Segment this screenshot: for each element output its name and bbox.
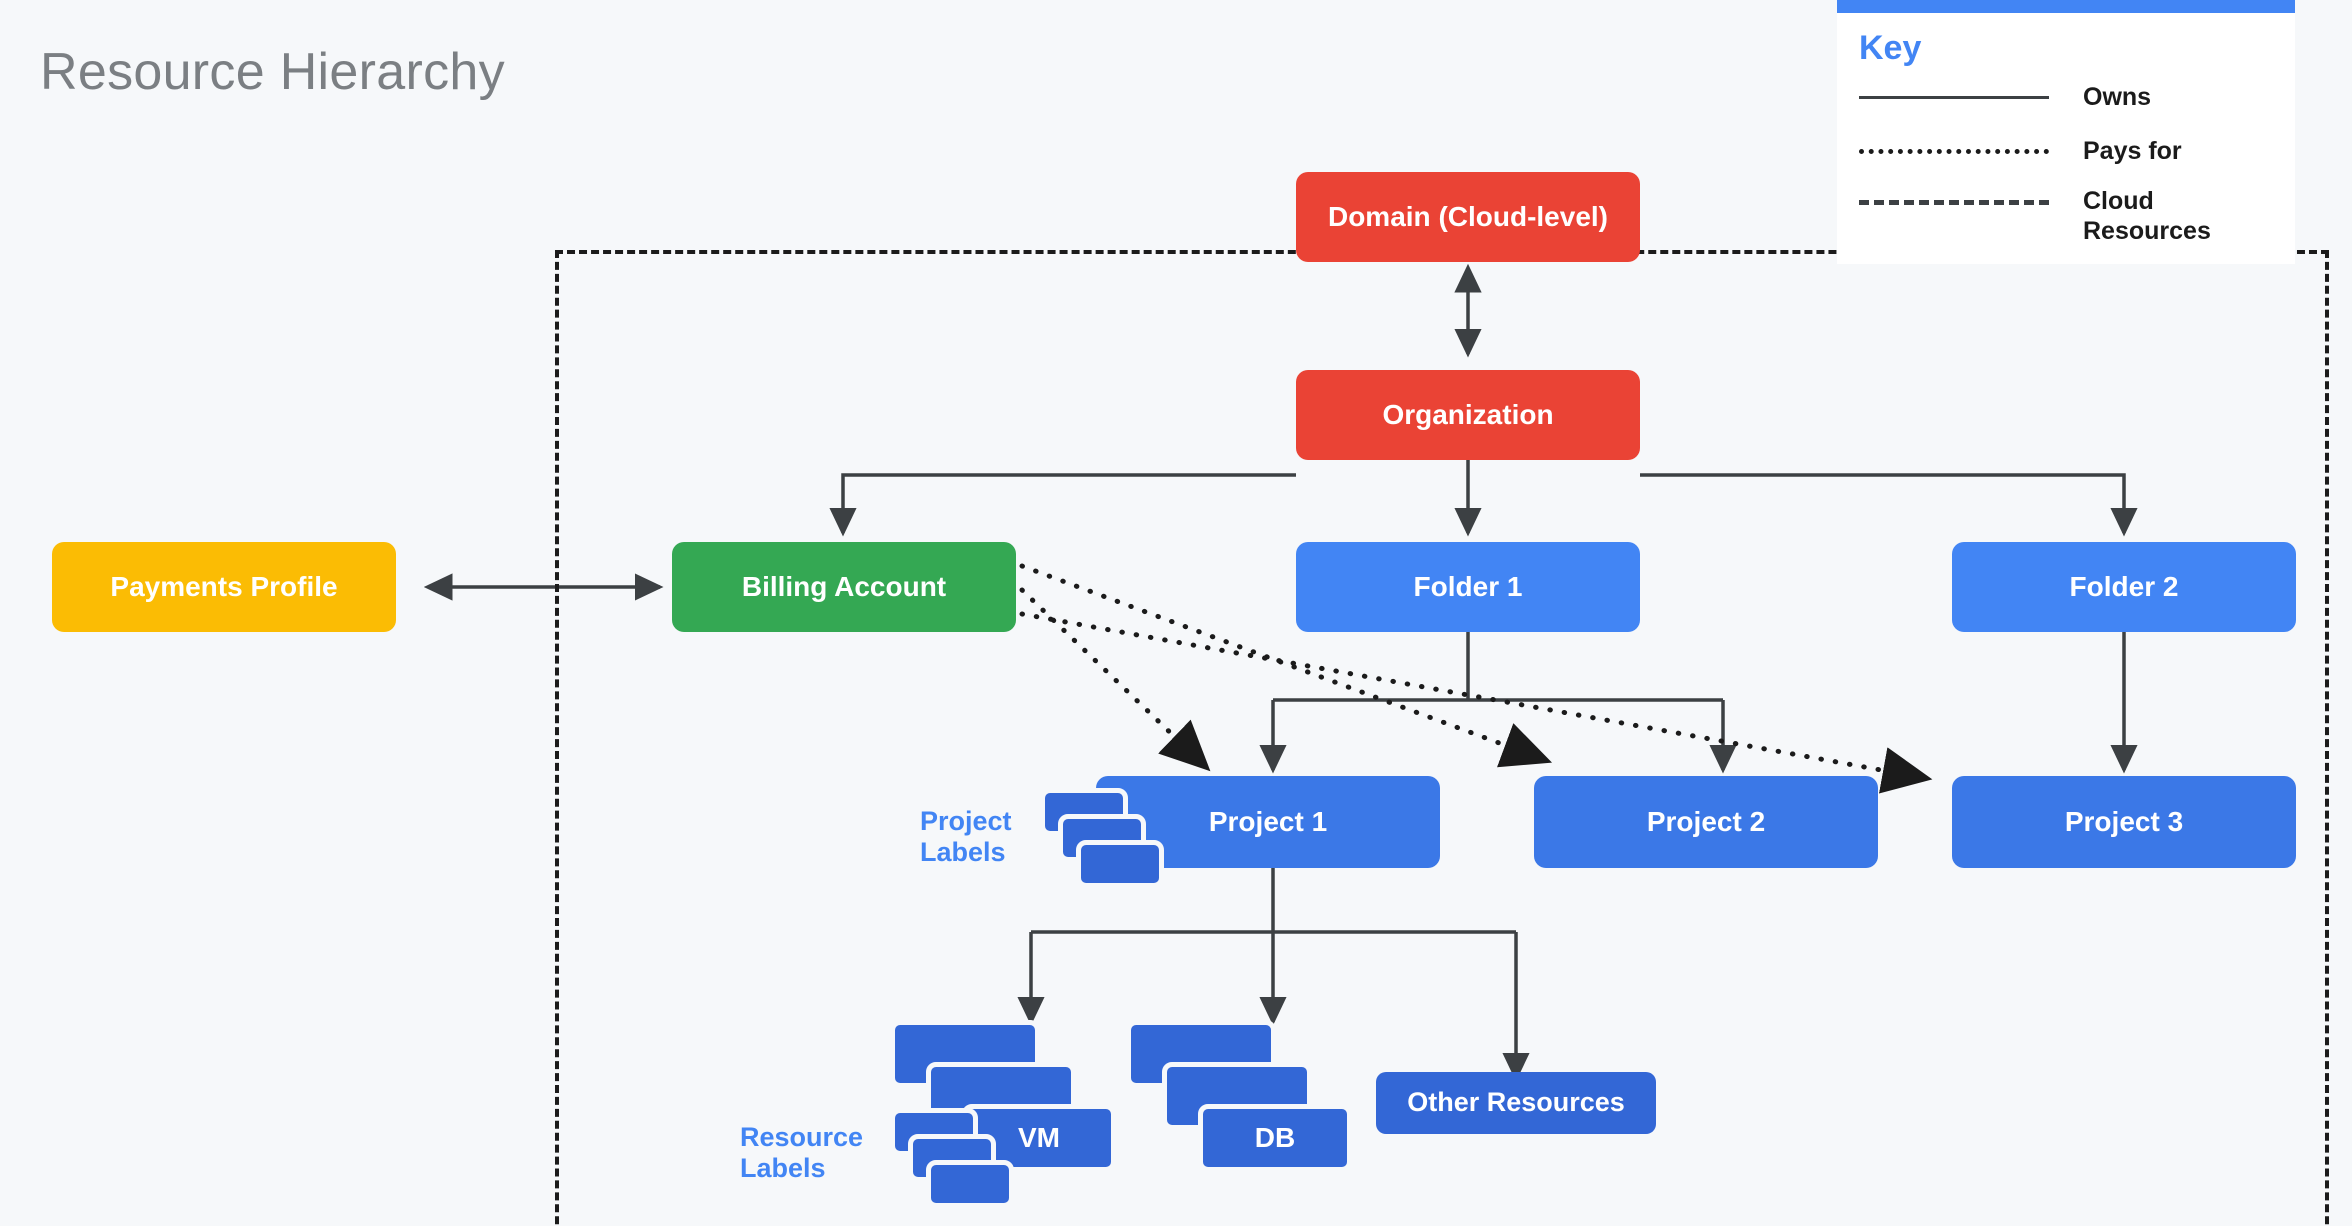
node-project-2[interactable]: Project 2 (1534, 776, 1878, 868)
legend-rows: Owns Pays for Cloud Resources (1837, 68, 2295, 264)
project-labels-line-1: Project (920, 806, 1012, 836)
node-billing-account[interactable]: Billing Account (672, 542, 1016, 632)
resource-labels-caption: Resource Labels (740, 1122, 900, 1184)
legend-row-owns: Owns (1837, 70, 2295, 124)
project-labels-line-2: Labels (920, 837, 1006, 868)
resource-labels-line-2: Labels (740, 1153, 826, 1184)
project-labels-caption: Project Labels (920, 806, 1050, 868)
legend-label-cloud-resources: Cloud Resources (2083, 186, 2211, 246)
node-organization[interactable]: Organization (1296, 370, 1640, 460)
page-title: Resource Hierarchy (40, 43, 505, 101)
resource-labels-stack-icon (890, 1108, 1030, 1218)
node-other-resources[interactable]: Other Resources (1376, 1072, 1656, 1134)
node-project-3[interactable]: Project 3 (1952, 776, 2296, 868)
node-folder-2[interactable]: Folder 2 (1952, 542, 2296, 632)
db-stack-icon[interactable]: DB (1126, 1020, 1376, 1180)
dashed-line-icon (1859, 200, 2049, 205)
legend-row-cloud-resources: Cloud Resources (1837, 178, 2295, 246)
vm-label: VM (1018, 1122, 1060, 1153)
legend-label-pays-for: Pays for (2083, 137, 2182, 165)
legend-row-pays-for: Pays for (1837, 124, 2295, 178)
db-label: DB (1254, 1122, 1296, 1153)
legend-label-owns: Owns (2083, 83, 2152, 111)
node-domain[interactable]: Domain (Cloud-level) (1296, 172, 1640, 262)
legend-label-cloud-line-2: Resources (2083, 217, 2211, 245)
node-payments-profile[interactable]: Payments Profile (52, 542, 396, 632)
dotted-line-icon (1859, 148, 2049, 154)
db-card-3: DB (1198, 1104, 1352, 1172)
legend-label-cloud-line-1: Cloud (2083, 187, 2154, 215)
solid-line-icon (1859, 95, 2049, 99)
resource-label-card-3 (926, 1160, 1014, 1208)
project-labels-stack-icon (1040, 788, 1180, 898)
project-label-card-3 (1076, 840, 1164, 888)
legend-key-panel: Key Owns Pays for Cloud Resources (1837, 0, 2295, 264)
node-folder-1[interactable]: Folder 1 (1296, 542, 1640, 632)
legend-title: Key (1859, 29, 1922, 67)
resource-labels-line-1: Resource (740, 1122, 864, 1152)
